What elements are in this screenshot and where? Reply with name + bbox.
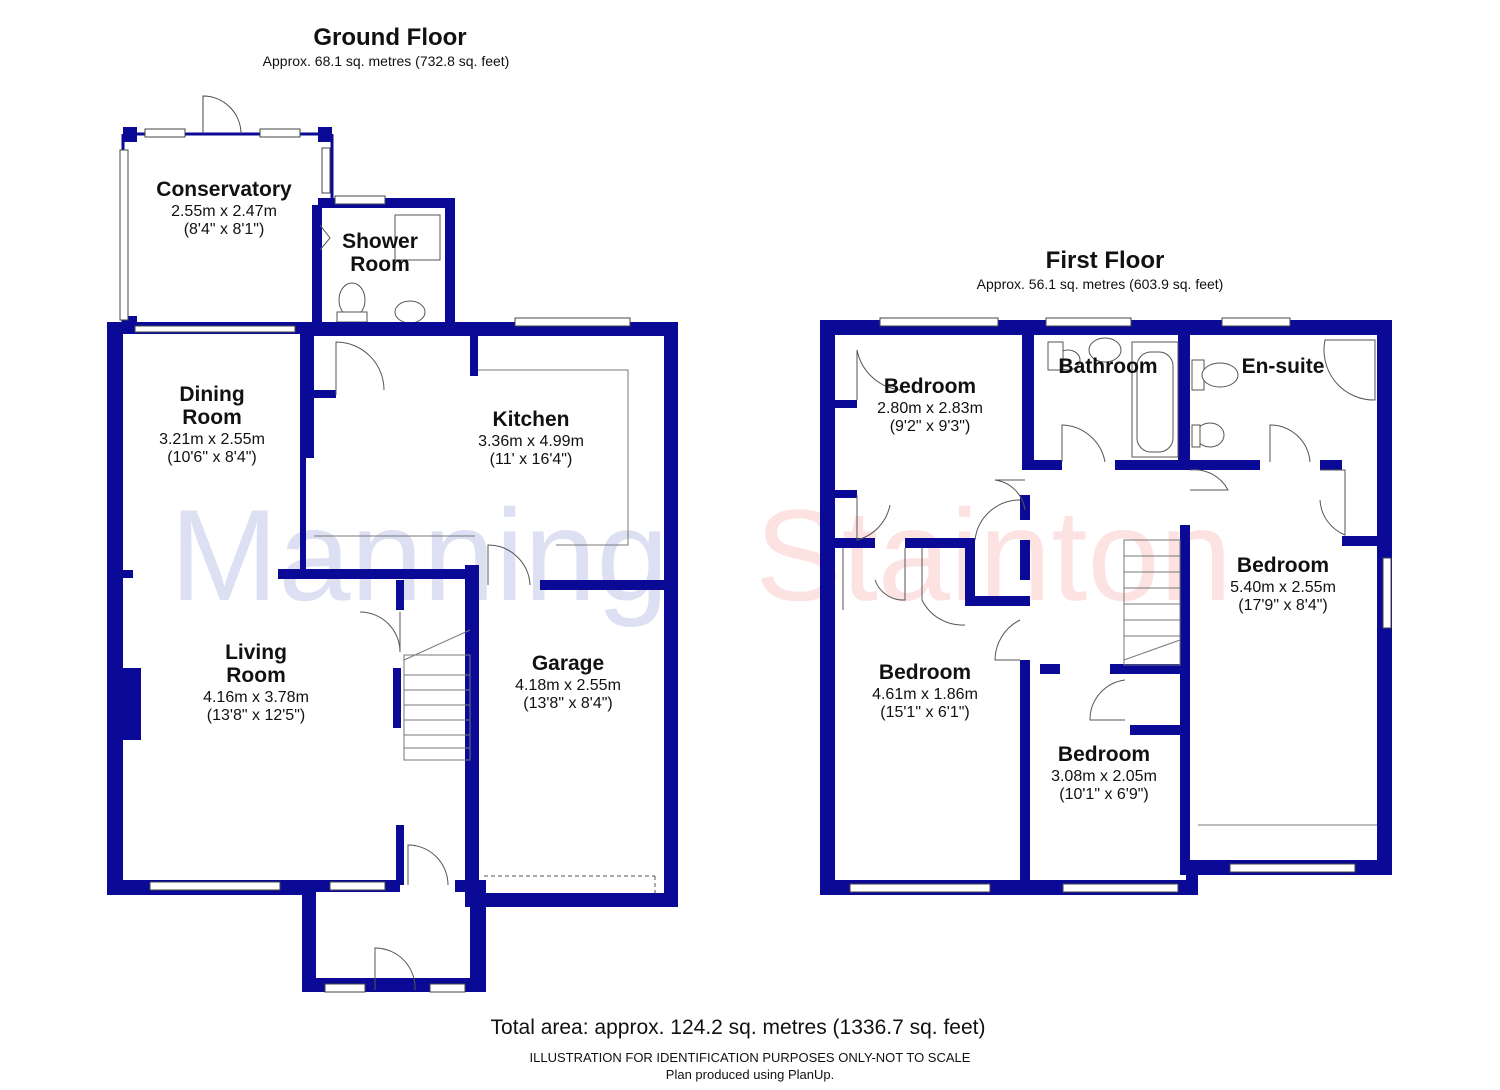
svg-text:(13'8" x 12'5"): (13'8" x 12'5"): [207, 707, 305, 724]
svg-text:Room: Room: [182, 406, 242, 429]
shower-room-walls: [312, 195, 455, 330]
svg-text:(13'8" x 8'4"): (13'8" x 8'4"): [523, 695, 613, 712]
room-label-bedroom-3: Bedroom 4.61m x 1.86m (15'1" x 6'1"): [872, 661, 978, 721]
svg-text:Garage: Garage: [532, 652, 604, 675]
svg-text:Bedroom: Bedroom: [1058, 743, 1150, 766]
svg-text:4.16m x 3.78m: 4.16m x 3.78m: [203, 689, 309, 706]
first-floor-title: First Floor: [1046, 247, 1165, 274]
room-label-bedroom-2: Bedroom 5.40m x 2.55m (17'9" x 8'4"): [1230, 554, 1336, 614]
first-floor-windows: [849, 317, 1392, 893]
room-label-conservatory: Conservatory 2.55m x 2.47m (8'4" x 8'1"): [156, 178, 292, 238]
first-floor-area: Approx. 56.1 sq. metres (603.9 sq. feet): [977, 276, 1224, 292]
svg-text:(10'1" x 6'9"): (10'1" x 6'9"): [1059, 786, 1149, 803]
svg-text:5.40m x 2.55m: 5.40m x 2.55m: [1230, 579, 1336, 596]
svg-text:Bedroom: Bedroom: [879, 661, 971, 684]
svg-text:Kitchen: Kitchen: [492, 408, 569, 431]
watermark-manning: Manning: [170, 482, 669, 628]
svg-text:(9'2" x 9'3"): (9'2" x 9'3"): [890, 418, 971, 435]
room-label-dining-room: Dining Room 3.21m x 2.55m (10'6" x 8'4"): [159, 383, 265, 466]
svg-text:3.36m x 4.99m: 3.36m x 4.99m: [478, 433, 584, 450]
room-label-garage: Garage 4.18m x 2.55m (13'8" x 8'4"): [515, 652, 621, 712]
ground-floor-heading: Ground Floor Approx. 68.1 sq. metres (73…: [263, 24, 510, 69]
svg-text:Room: Room: [350, 253, 410, 276]
ground-floor-area: Approx. 68.1 sq. metres (732.8 sq. feet): [263, 53, 510, 69]
svg-text:Living: Living: [225, 641, 287, 664]
svg-text:(17'9" x 8'4"): (17'9" x 8'4"): [1238, 597, 1328, 614]
svg-text:3.21m x 2.55m: 3.21m x 2.55m: [159, 431, 265, 448]
room-label-living-room: Living Room 4.16m x 3.78m (13'8" x 12'5"…: [203, 641, 309, 724]
svg-text:4.61m x 1.86m: 4.61m x 1.86m: [872, 686, 978, 703]
svg-text:(10'6" x 8'4"): (10'6" x 8'4"): [167, 449, 257, 466]
ground-floor-windows: [134, 317, 631, 993]
room-label-kitchen: Kitchen 3.36m x 4.99m (11' x 16'4"): [478, 408, 584, 468]
total-area: Total area: approx. 124.2 sq. metres (13…: [491, 1016, 986, 1039]
svg-text:(15'1" x 6'1"): (15'1" x 6'1"): [880, 704, 970, 721]
disclaimer: ILLUSTRATION FOR IDENTIFICATION PURPOSES…: [530, 1050, 971, 1065]
svg-text:(11' x 16'4"): (11' x 16'4"): [490, 451, 573, 468]
room-label-en-suite: En-suite: [1242, 355, 1325, 378]
svg-text:Room: Room: [226, 664, 286, 687]
svg-text:3.08m x 2.05m: 3.08m x 2.05m: [1051, 768, 1157, 785]
svg-text:Bathroom: Bathroom: [1058, 355, 1157, 378]
ground-floor-doors: [335, 341, 656, 991]
ground-floor-plan: [107, 95, 678, 993]
first-floor-heading: First Floor Approx. 56.1 sq. metres (603…: [977, 247, 1224, 292]
svg-text:En-suite: En-suite: [1242, 355, 1325, 378]
room-label-bathroom: Bathroom: [1058, 355, 1157, 378]
plan-credit: Plan produced using PlanUp.: [666, 1067, 834, 1082]
ground-floor-interior-walls: [123, 328, 664, 895]
svg-text:Dining: Dining: [179, 383, 244, 406]
svg-text:Bedroom: Bedroom: [884, 375, 976, 398]
first-floor-doors: [842, 349, 1377, 826]
ground-floor-outer-walls: [107, 322, 678, 992]
first-floor-stairs: [1123, 539, 1181, 666]
first-floor-plan: [820, 317, 1392, 895]
svg-text:4.18m x 2.55m: 4.18m x 2.55m: [515, 677, 621, 694]
bathroom-fixtures: [1047, 337, 1376, 458]
svg-text:Bedroom: Bedroom: [1237, 554, 1329, 577]
svg-text:Shower: Shower: [342, 230, 418, 253]
room-label-shower-room: Shower Room: [342, 230, 418, 276]
plan-footer: Total area: approx. 124.2 sq. metres (13…: [491, 1016, 986, 1082]
ground-floor-stairs: [403, 629, 471, 761]
svg-text:2.55m x 2.47m: 2.55m x 2.47m: [171, 203, 277, 220]
conservatory-walls: [119, 95, 334, 328]
room-label-bedroom-4: Bedroom 3.08m x 2.05m (10'1" x 6'9"): [1051, 743, 1157, 803]
ground-floor-title: Ground Floor: [313, 24, 466, 51]
svg-text:(8'4" x 8'1"): (8'4" x 8'1"): [184, 221, 265, 238]
room-label-bedroom-1: Bedroom 2.80m x 2.83m (9'2" x 9'3"): [877, 375, 983, 435]
svg-text:2.80m x 2.83m: 2.80m x 2.83m: [877, 400, 983, 417]
kitchen-units: [314, 369, 629, 546]
svg-text:Conservatory: Conservatory: [156, 178, 292, 201]
